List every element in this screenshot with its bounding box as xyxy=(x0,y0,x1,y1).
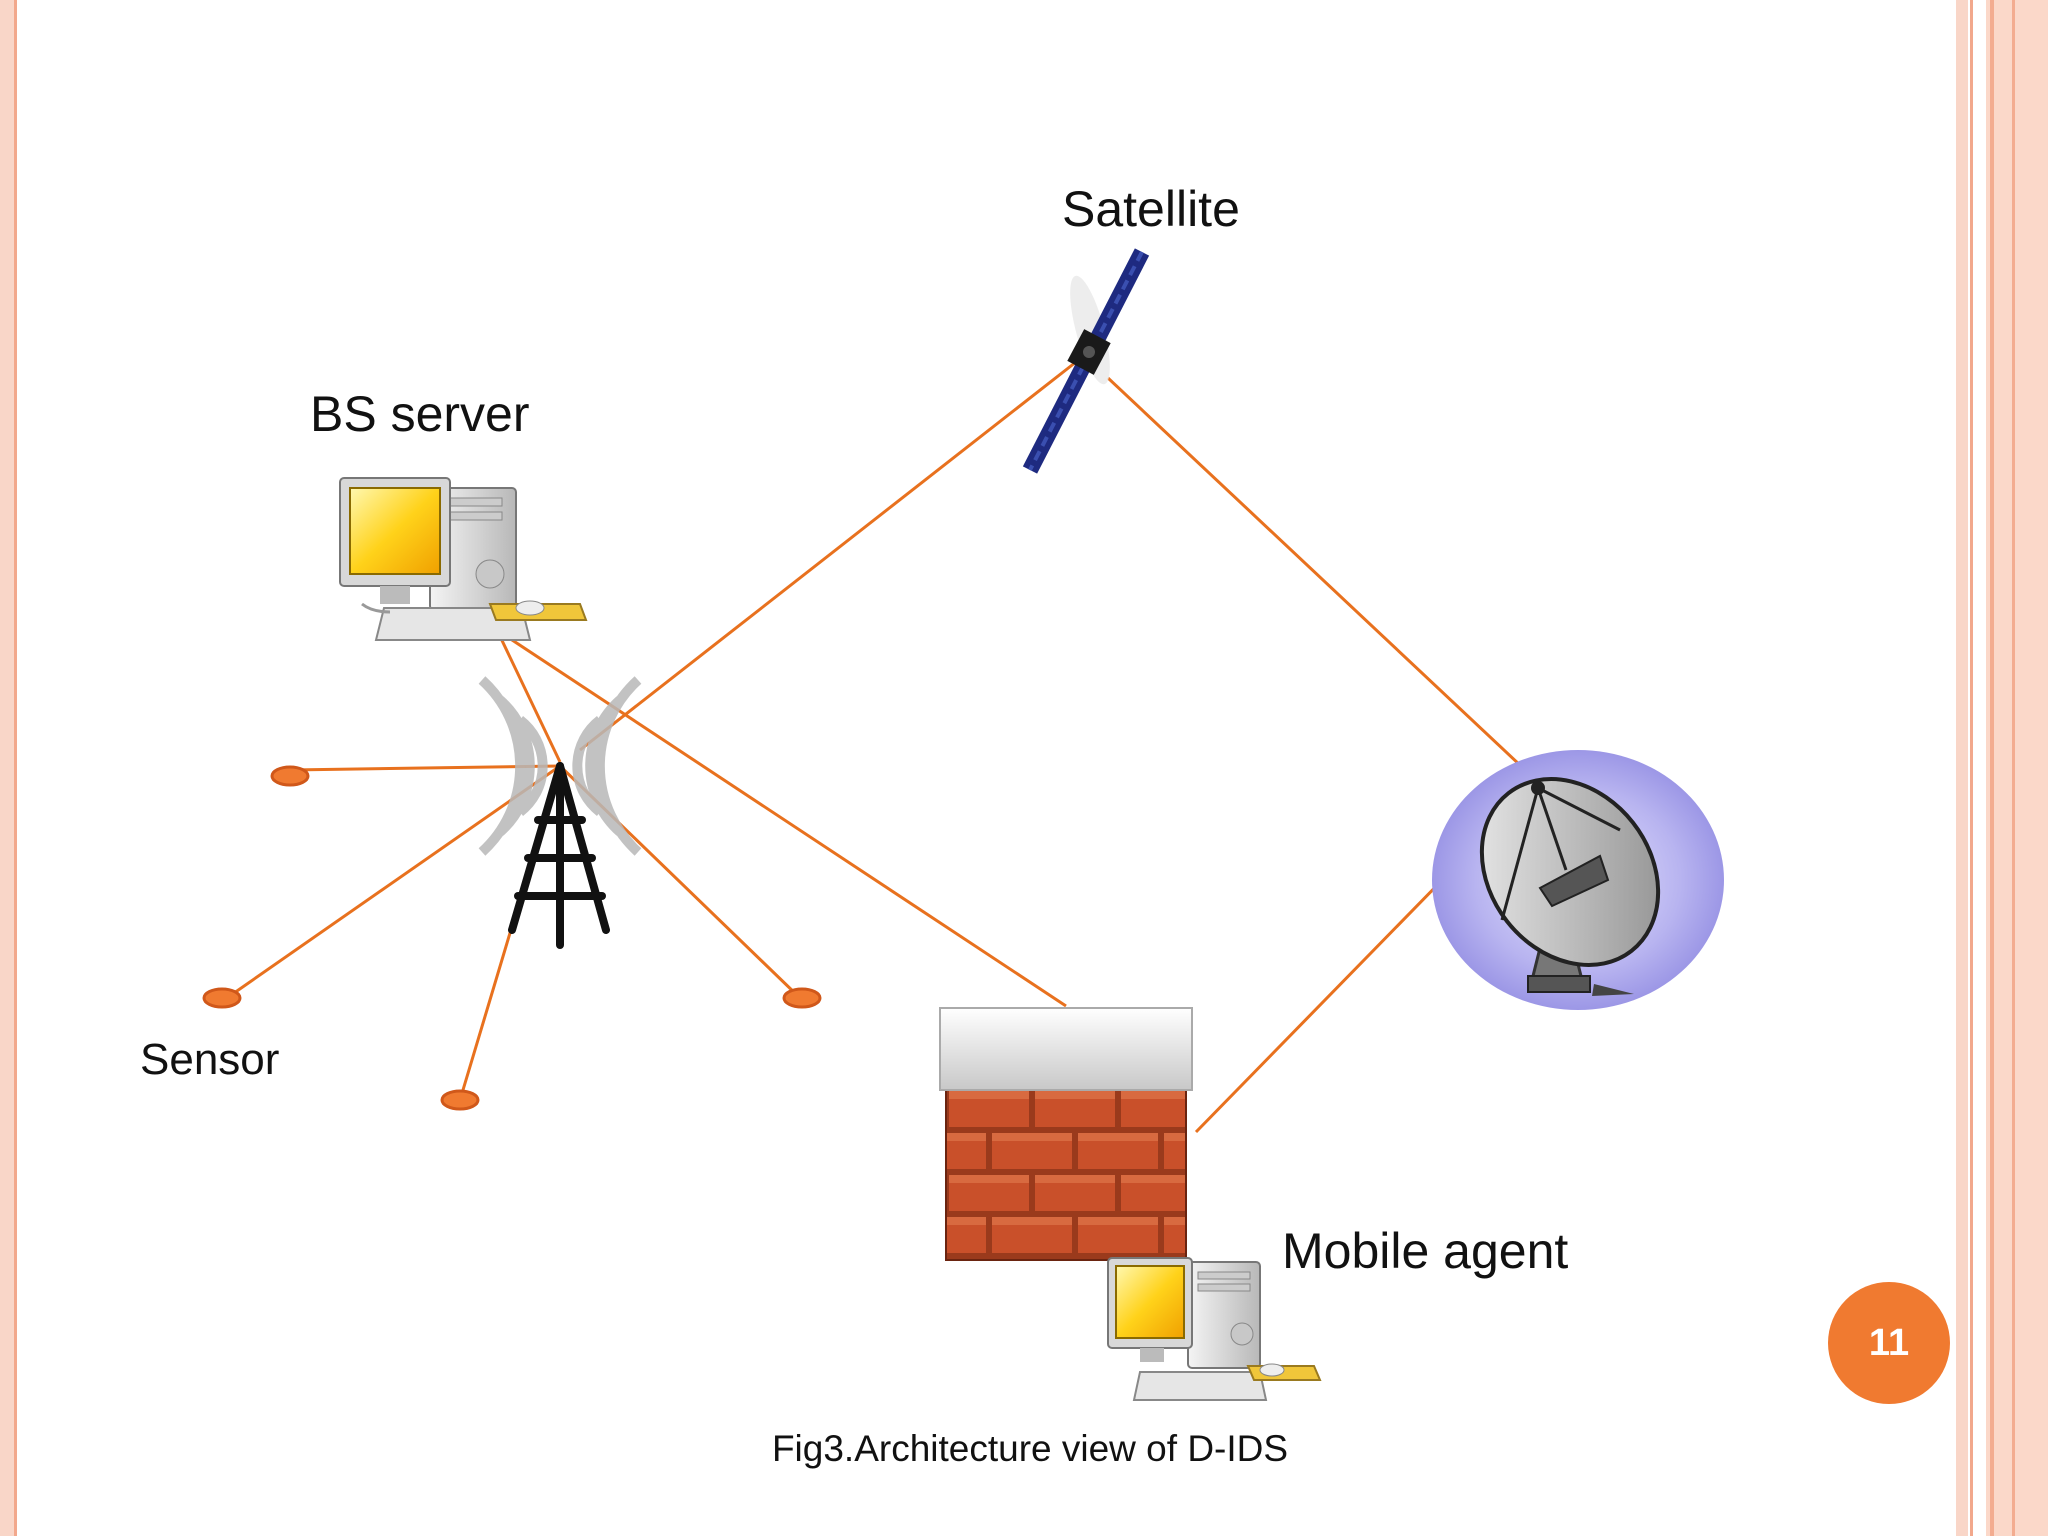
sensor-node-3 xyxy=(440,1089,480,1111)
sensor-nodes xyxy=(202,765,822,1111)
link-tower-satellite xyxy=(579,360,1077,752)
sensor-node-4 xyxy=(782,987,822,1009)
firewall-icon xyxy=(939,1007,1193,1261)
link-tower-sensor-1 xyxy=(289,764,561,772)
link-bs-firewall xyxy=(496,628,1067,1008)
page-number-badge: 11 xyxy=(1828,1282,1950,1404)
bs-server-label: BS server xyxy=(310,386,530,442)
satellite-label: Satellite xyxy=(1062,181,1240,237)
sensor-label: Sensor xyxy=(140,1035,280,1084)
figure-caption: Fig3.Architecture view of D-IDS xyxy=(771,1428,1289,1469)
architecture-diagram xyxy=(202,248,1724,1401)
sensor-node-1 xyxy=(270,765,310,787)
bs-server-computer-icon xyxy=(339,477,588,641)
link-satellite-dish xyxy=(1106,376,1540,784)
mobile-agent-computer-icon xyxy=(1107,1257,1322,1401)
satellite-icon xyxy=(1022,248,1150,474)
satellite-dish-icon xyxy=(1432,750,1724,1010)
mobile-agent-label: Mobile agent xyxy=(1282,1223,1569,1279)
link-bs-tower xyxy=(495,629,562,763)
link-tower-sensor-2 xyxy=(223,764,561,1002)
link-lines xyxy=(223,360,1540,1134)
sensor-node-2 xyxy=(202,987,242,1009)
radio-tower-icon xyxy=(478,676,642,949)
